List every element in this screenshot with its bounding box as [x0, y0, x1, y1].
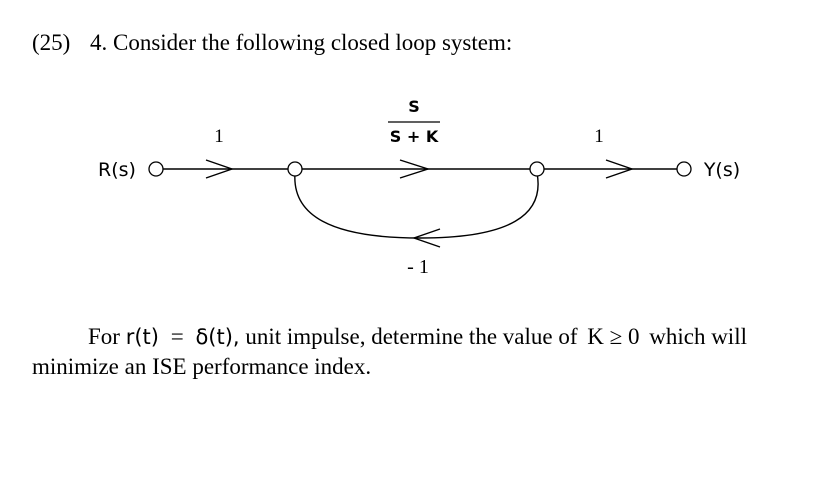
question-constraint: K ≥ 0 [587, 324, 640, 349]
gain-input-label: 1 [214, 126, 224, 147]
node-output [676, 161, 692, 177]
problem-points: (25) [32, 30, 71, 55]
output-label: Y(s) [703, 159, 740, 181]
gain-feedback-label: - 1 [407, 256, 429, 278]
arrow-output [605, 159, 635, 179]
arrow-feedback [411, 228, 441, 248]
arrow-input [205, 159, 235, 179]
question-middle: unit impulse, determine the value of [245, 324, 578, 349]
question-line-1: For r(t) = δ(t), unit impulse, determine… [32, 322, 802, 352]
arrow-forward [399, 159, 431, 179]
node-pickoff [529, 161, 545, 177]
question-line-2: minimize an ISE performance index. [32, 354, 372, 379]
question-impulse-expr: δ(t), [195, 325, 240, 349]
question-text: For r(t) = δ(t), unit impulse, determine… [32, 322, 802, 381]
question-input-expr: r(t) [125, 325, 159, 349]
problem-heading: (25) 4. Consider the following closed loo… [32, 30, 512, 56]
question-prefix: For [88, 324, 120, 349]
problem-statement: 4. Consider the following closed loop sy… [90, 30, 513, 55]
node-input [148, 161, 164, 177]
gain-forward-numerator: S [408, 97, 420, 116]
gain-output-label: 1 [594, 126, 604, 147]
node-summing [287, 161, 303, 177]
input-label: R(s) [98, 159, 136, 181]
branch-feedback [294, 172, 539, 239]
gain-forward-denominator: S + K [390, 127, 439, 146]
question-equals: = [170, 324, 184, 349]
question-suffix: which will [649, 324, 747, 349]
